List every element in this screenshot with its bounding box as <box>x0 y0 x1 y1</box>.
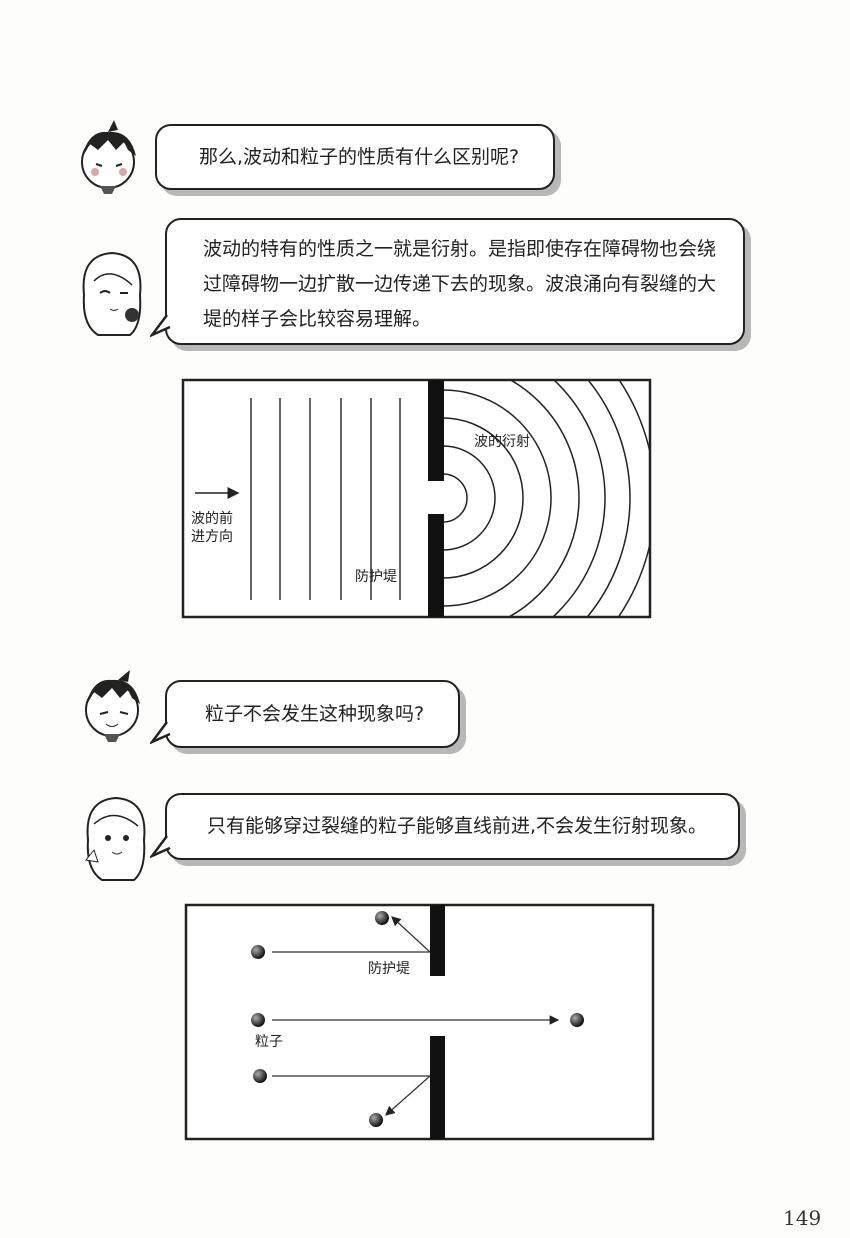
bubble-text: 粒子不会发生这种现象吗? <box>205 703 425 725</box>
diffraction-label: 波的衍射 <box>474 434 530 450</box>
reflection-arrow-icon <box>391 916 431 953</box>
girl-character-icon <box>85 796 146 881</box>
particle-icon <box>251 945 265 959</box>
particle-icon <box>375 911 389 925</box>
page-number: 149 <box>783 1206 822 1230</box>
boy-character-icon <box>81 120 136 194</box>
particle-icon <box>251 1013 265 1027</box>
wave-diffraction-diagram <box>181 378 652 619</box>
breakwater-top <box>430 905 445 976</box>
particle-diagram <box>184 903 655 1141</box>
bubble-tail <box>150 836 171 859</box>
bubble-text-line: 波动的特有的性质之一就是衍射。是指即使存在障碍物也会绕 <box>203 238 717 260</box>
speech-bubble-1: 那么,波动和粒子的性质有什么区别呢? <box>155 124 555 190</box>
bubble-text-line: 过障碍物一边扩散一边传递下去的现象。波浪涌向有裂缝的大 <box>203 273 717 295</box>
breakwater-bottom <box>430 1036 445 1139</box>
breakwater-bottom <box>428 514 444 617</box>
bubble-tail <box>150 722 171 745</box>
bubble-text-line: 堤的样子会比较容易理解。 <box>203 308 432 330</box>
speech-bubble-3: 粒子不会发生这种现象吗? <box>165 680 460 748</box>
particle-label: 粒子 <box>255 1034 283 1050</box>
particle-icon <box>369 1113 383 1127</box>
bubble-text: 只有能够穿过裂缝的粒子能够直线前进,不会发生衍射现象。 <box>207 815 708 837</box>
reflection-arrow-icon <box>385 1075 431 1116</box>
breakwater-label: 防护堤 <box>368 961 410 977</box>
girl-character-icon <box>82 251 142 336</box>
breakwater-label: 防护堤 <box>355 569 397 585</box>
speech-bubble-2: 波动的特有的性质之一就是衍射。是指即使存在障碍物也会绕 过障碍物一边扩散一边传递… <box>165 218 745 345</box>
wave-direction-label: 波的前进方向 <box>191 511 233 545</box>
bubble-text: 那么,波动和粒子的性质有什么区别呢? <box>199 146 520 168</box>
incoming-wavefronts <box>250 398 401 600</box>
diffracted-wavefronts <box>443 380 650 617</box>
particles <box>251 911 584 1127</box>
bubble-tail <box>150 315 171 338</box>
diagram-frame <box>181 378 652 619</box>
breakwater-top <box>428 380 444 481</box>
particle-icon <box>253 1069 267 1083</box>
particle-icon <box>570 1013 584 1027</box>
boy-character-icon <box>85 670 140 742</box>
speech-bubble-4: 只有能够穿过裂缝的粒子能够直线前进,不会发生衍射现象。 <box>165 793 740 860</box>
